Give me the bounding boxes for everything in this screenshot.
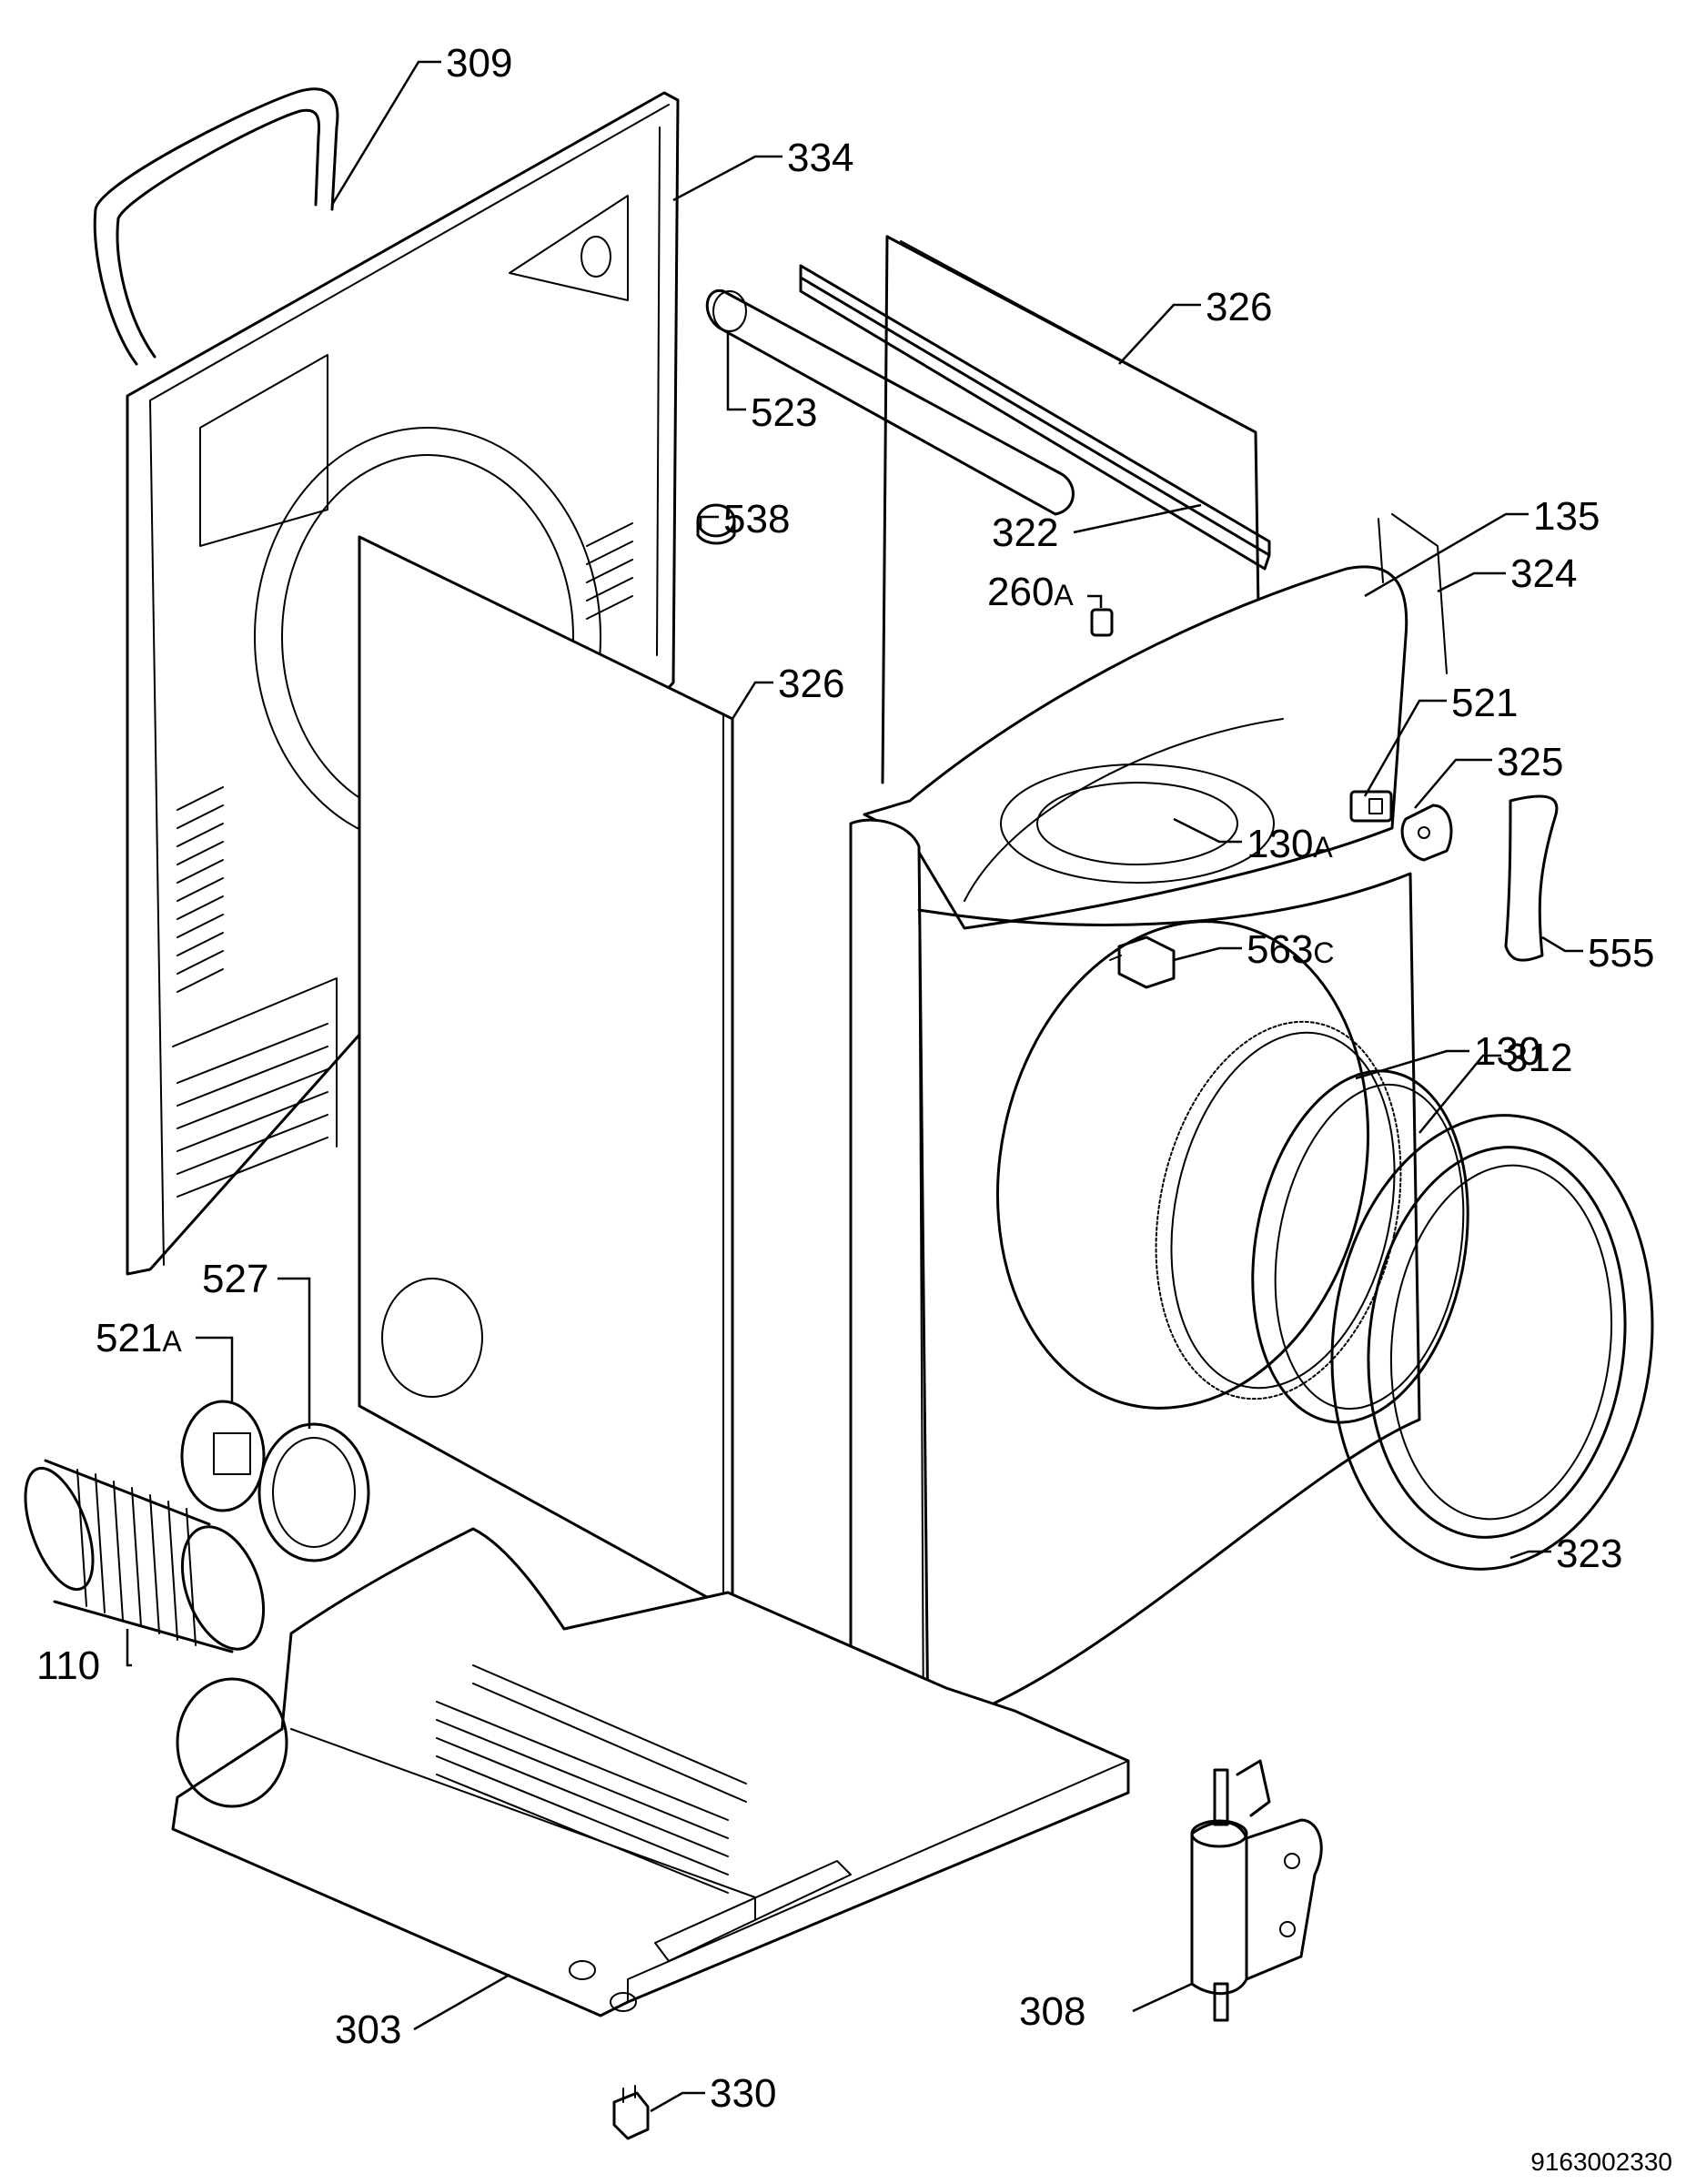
label-330: 330 xyxy=(710,2071,776,2116)
part-130-seal-ring xyxy=(995,920,1402,1410)
front-column xyxy=(849,818,930,1740)
part-555-cover xyxy=(1504,794,1559,962)
label-130: 130 xyxy=(1474,1029,1540,1074)
label-538: 538 xyxy=(723,497,790,541)
label-309: 309 xyxy=(446,41,512,86)
part-527-coupling xyxy=(257,1422,370,1562)
part-538-bushing xyxy=(696,503,736,545)
label-322: 322 xyxy=(992,511,1058,555)
label-130a: 130A xyxy=(1247,822,1333,866)
label-325: 325 xyxy=(1497,740,1563,784)
label-260a: 260A xyxy=(987,570,1074,614)
part-323-door-ring xyxy=(1330,1114,1654,1571)
part-308-hinge xyxy=(1190,1759,1323,2022)
label-308: 308 xyxy=(1019,1989,1085,2034)
part-324-front-frame xyxy=(863,513,1448,930)
part-260a-clip xyxy=(1090,608,1114,637)
part-110-hose xyxy=(24,1459,266,1653)
part-labels: 309 334 326 523 538 322 135 260A 324 326… xyxy=(36,41,1654,2116)
label-323: 323 xyxy=(1556,1532,1622,1576)
label-312: 312 xyxy=(1506,1036,1572,1080)
drawing-code: 9163002330 xyxy=(1530,2148,1672,2176)
part-303-base xyxy=(171,1527,1130,2017)
part-330-foot xyxy=(612,2085,650,2140)
front-body xyxy=(917,872,1421,1731)
part-521-switch xyxy=(1349,790,1393,823)
part-325-switch xyxy=(1400,804,1453,862)
label-555: 555 xyxy=(1588,931,1654,976)
label-563c: 563C xyxy=(1247,927,1335,972)
part-326-side-panel xyxy=(358,535,734,1608)
label-523: 523 xyxy=(751,390,817,435)
label-527: 527 xyxy=(202,1257,268,1301)
label-110: 110 xyxy=(36,1643,100,1688)
label-334: 334 xyxy=(787,136,853,180)
part-309-top-handle xyxy=(93,87,339,366)
part-523-rail xyxy=(705,289,1075,516)
label-326-side: 326 xyxy=(778,662,844,706)
part-322-rail xyxy=(799,264,1271,571)
label-303: 303 xyxy=(335,2007,401,2052)
label-324: 324 xyxy=(1510,551,1577,596)
part-563c-sensor xyxy=(1109,935,1176,989)
label-521a: 521A xyxy=(96,1316,182,1360)
label-135: 135 xyxy=(1533,494,1600,539)
label-521: 521 xyxy=(1451,681,1518,725)
part-521a-coupling xyxy=(180,1400,266,1512)
label-326-top: 326 xyxy=(1206,285,1272,329)
leader-lines xyxy=(126,60,1583,2113)
part-312-ring xyxy=(1251,1069,1469,1424)
